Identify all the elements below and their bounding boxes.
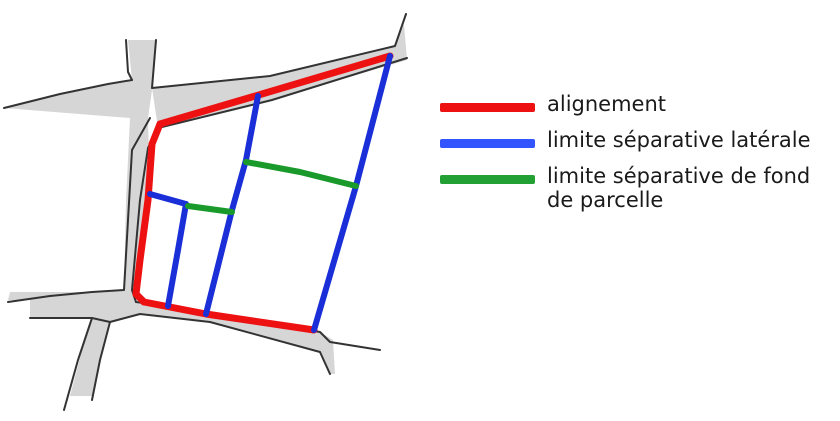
laterale-line-middle xyxy=(203,93,261,317)
road-edge-west-upper xyxy=(3,79,133,109)
road-edge-southwest xyxy=(91,317,111,401)
fond-line-upper xyxy=(243,159,359,189)
laterale-line-west-top xyxy=(147,191,189,207)
laterale-line-west-vertical xyxy=(165,201,189,309)
legend-item-alignement: alignement xyxy=(440,92,838,128)
fond-line-lower xyxy=(185,203,235,215)
road-edge-south-outer xyxy=(29,313,331,411)
roads xyxy=(4,24,407,396)
road-edge-west-lower xyxy=(7,117,151,303)
road-edge-north-upper xyxy=(125,13,407,89)
fond-lines xyxy=(185,159,359,215)
legend-item-laterale: limite séparative latérale xyxy=(440,128,838,164)
legend-label-laterale: limite séparative latérale xyxy=(547,128,811,152)
legend-swatch-alignement xyxy=(440,103,535,112)
legend-swatch-fond xyxy=(440,175,535,184)
road-outlines xyxy=(3,13,408,411)
road-edge-north-lower xyxy=(131,57,408,303)
legend-item-fond: limite séparative de fond de parcelle xyxy=(440,164,838,220)
legend-swatch-laterale xyxy=(440,139,535,148)
laterale-line-east xyxy=(311,53,393,333)
road-west xyxy=(4,40,156,300)
alignement-line-north xyxy=(156,52,394,128)
legend: alignement limite séparative latérale li… xyxy=(440,92,838,220)
alignement-line-west xyxy=(132,120,164,306)
road-north xyxy=(152,24,407,128)
legend-label-alignement: alignement xyxy=(547,92,667,116)
road-southwest xyxy=(30,290,335,396)
legend-label-fond: limite séparative de fond de parcelle xyxy=(547,164,811,212)
